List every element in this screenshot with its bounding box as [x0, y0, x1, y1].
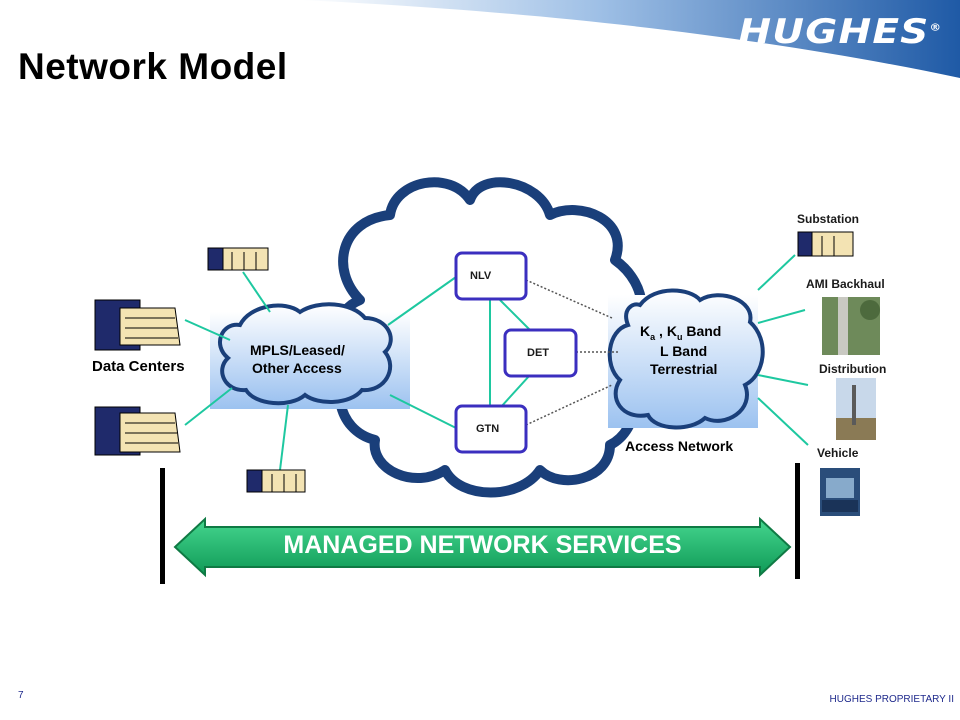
building-icon-bottom: [246, 469, 306, 493]
distribution-photo: [836, 378, 876, 440]
datacenter-icon-top: [94, 299, 181, 351]
link-distribution: [757, 374, 809, 386]
substation-label: Substation: [797, 212, 859, 226]
link-bldg-top: [242, 271, 271, 313]
right-bar: [795, 463, 800, 579]
managed-services-arrow: [173, 516, 792, 578]
ami-backhaul-label: AMI Backhaul: [806, 277, 885, 291]
vehicle-photo: [820, 468, 860, 516]
access-terrestrial-label: Terrestrial: [650, 361, 718, 377]
vehicle-label: Vehicle: [817, 446, 859, 460]
distribution-label: Distribution: [819, 362, 887, 376]
mpls-label-line1: MPLS/Leased/: [250, 342, 345, 358]
hughes-logo: HUGHES®: [738, 12, 942, 52]
access-network-label: Access Network: [625, 438, 734, 454]
building-icon-top: [207, 247, 269, 271]
node-nlv-label: NLV: [470, 270, 492, 282]
link-vehicle: [757, 397, 809, 446]
link-nlv-mpls: [387, 276, 457, 326]
ami-backhaul-photo: [822, 297, 880, 355]
link-dc1: [184, 319, 231, 341]
node-nlv-box: [454, 251, 528, 301]
node-det-box: [503, 328, 578, 378]
footer-proprietary: HUGHES PROPRIETARY II: [829, 694, 954, 705]
mpls-cloud: [218, 302, 393, 406]
page-title: Network Model: [18, 46, 288, 87]
data-centers-label: Data Centers: [92, 358, 185, 375]
link-dc2: [184, 387, 233, 426]
access-l-band-label: L Band: [660, 343, 708, 359]
substation-icon: [797, 231, 854, 257]
node-det-label: DET: [527, 347, 549, 359]
node-gtn-label: GTN: [476, 423, 500, 435]
link-gtn-mpls: [389, 394, 457, 429]
link-gtn-det: [499, 374, 531, 409]
left-bar: [160, 468, 165, 584]
node-gtn-box: [454, 404, 528, 454]
access-band-label: Ka , Ku Band: [640, 323, 722, 342]
mpls-label-line2: Other Access: [252, 360, 342, 376]
link-nlv-det: [499, 299, 531, 331]
access-cloud: [607, 288, 765, 430]
link-bldg-bottom: [279, 404, 289, 471]
header-swoosh: [300, 0, 960, 78]
datacenter-icon-bottom: [94, 406, 181, 456]
link-substation: [757, 254, 796, 291]
link-ami: [757, 309, 806, 324]
page-number: 7: [18, 690, 24, 701]
managed-services-label: MANAGED NETWORK SERVICES: [283, 531, 682, 559]
